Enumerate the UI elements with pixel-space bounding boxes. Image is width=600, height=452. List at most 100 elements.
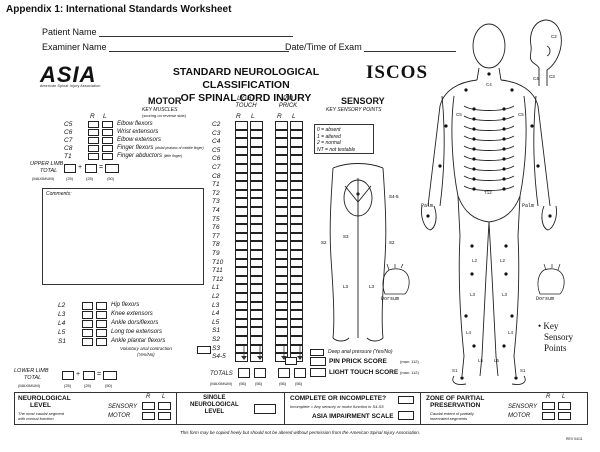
light-touch-l[interactable] [250, 301, 263, 311]
pin-prick-l[interactable] [290, 336, 303, 345]
zpp-motor-r-box[interactable] [542, 412, 555, 420]
light-touch-l[interactable] [250, 146, 263, 156]
motor-score-r[interactable] [88, 121, 99, 128]
light-touch-l[interactable] [250, 198, 263, 207]
light-touch-l[interactable] [250, 293, 263, 302]
pp-score-r-box[interactable] [285, 357, 297, 365]
light-touch-r[interactable] [235, 344, 248, 354]
light-touch-r[interactable] [235, 172, 248, 182]
examiner-name-input[interactable] [109, 43, 290, 52]
light-touch-r[interactable] [235, 258, 248, 268]
pin-prick-l[interactable] [290, 318, 303, 328]
light-touch-l[interactable] [250, 275, 263, 285]
motor-score-r[interactable] [88, 137, 99, 144]
pin-prick-l[interactable] [290, 275, 303, 285]
lower-total-r-box[interactable] [62, 371, 74, 380]
pin-prick-r[interactable] [275, 250, 288, 259]
pin-prick-r[interactable] [275, 207, 288, 216]
pin-prick-r[interactable] [275, 336, 288, 345]
light-touch-l[interactable] [250, 232, 263, 242]
light-touch-l[interactable] [250, 121, 263, 130]
pin-prick-r[interactable] [275, 215, 288, 225]
pin-prick-l[interactable] [290, 146, 303, 156]
pin-prick-l[interactable] [290, 138, 303, 147]
motor-score-l[interactable] [102, 145, 113, 152]
pin-prick-l[interactable] [290, 267, 303, 276]
light-touch-l[interactable] [250, 172, 263, 182]
exam-date-input[interactable] [364, 43, 457, 52]
light-touch-l[interactable] [250, 344, 263, 354]
zpp-sensory-r-box[interactable] [542, 402, 555, 410]
light-touch-r[interactable] [235, 310, 248, 319]
light-touch-l[interactable] [250, 310, 263, 319]
light-touch-r[interactable] [235, 138, 248, 147]
light-touch-r[interactable] [235, 293, 248, 302]
anal-contraction-box[interactable] [197, 346, 211, 354]
pin-prick-r[interactable] [275, 327, 288, 336]
lt-total-r[interactable] [238, 368, 250, 378]
upper-total-r-box[interactable] [64, 164, 76, 173]
pin-prick-r[interactable] [275, 232, 288, 242]
motor-score-l[interactable] [96, 329, 107, 337]
pin-prick-l[interactable] [290, 293, 303, 302]
pin-prick-r[interactable] [275, 198, 288, 207]
motor-score-l[interactable] [102, 129, 113, 136]
single-neuro-level-box[interactable] [254, 404, 276, 414]
pin-prick-r[interactable] [275, 284, 288, 293]
pp-score-box[interactable] [310, 357, 326, 366]
light-touch-r[interactable] [235, 318, 248, 328]
light-touch-l[interactable] [250, 181, 263, 190]
pin-prick-l[interactable] [290, 189, 303, 199]
pp-total-l[interactable] [294, 368, 306, 378]
light-touch-r[interactable] [235, 267, 248, 276]
pin-prick-l[interactable] [290, 198, 303, 207]
light-touch-r[interactable] [235, 232, 248, 242]
light-touch-l[interactable] [250, 129, 263, 139]
motor-score-r[interactable] [88, 129, 99, 136]
light-touch-l[interactable] [250, 353, 263, 362]
light-touch-l[interactable] [250, 215, 263, 225]
pin-prick-l[interactable] [290, 232, 303, 242]
comments-box[interactable]: Comments: [42, 188, 204, 285]
zpp-motor-l-box[interactable] [558, 412, 571, 420]
light-touch-l[interactable] [250, 327, 263, 336]
light-touch-r[interactable] [235, 301, 248, 311]
light-touch-r[interactable] [235, 189, 248, 199]
pin-prick-r[interactable] [275, 258, 288, 268]
light-touch-l[interactable] [250, 336, 263, 345]
pin-prick-r[interactable] [275, 138, 288, 147]
motor-score-r[interactable] [88, 153, 99, 160]
motor-score-r[interactable] [88, 145, 99, 152]
pin-prick-r[interactable] [275, 344, 288, 354]
light-touch-r[interactable] [235, 146, 248, 156]
deep-anal-pressure-box[interactable] [310, 349, 324, 356]
pin-prick-l[interactable] [290, 241, 303, 250]
pin-prick-r[interactable] [275, 224, 288, 233]
light-touch-r[interactable] [235, 241, 248, 250]
motor-score-r[interactable] [82, 329, 93, 337]
neuro-motor-r-box[interactable] [142, 412, 155, 420]
motor-score-r[interactable] [82, 302, 93, 310]
lower-total-l-box[interactable] [83, 371, 95, 380]
pin-prick-l[interactable] [290, 301, 303, 311]
pin-prick-l[interactable] [290, 129, 303, 139]
light-touch-r[interactable] [235, 155, 248, 164]
zpp-sensory-l-box[interactable] [558, 402, 571, 410]
light-touch-r[interactable] [235, 353, 248, 362]
light-touch-r[interactable] [235, 275, 248, 285]
light-touch-r[interactable] [235, 164, 248, 173]
light-touch-r[interactable] [235, 207, 248, 216]
light-touch-l[interactable] [250, 138, 263, 147]
light-touch-r[interactable] [235, 121, 248, 130]
pin-prick-l[interactable] [290, 310, 303, 319]
pin-prick-r[interactable] [275, 293, 288, 302]
neuro-sensory-l-box[interactable] [158, 402, 171, 410]
light-touch-l[interactable] [250, 224, 263, 233]
light-touch-r[interactable] [235, 198, 248, 207]
pin-prick-l[interactable] [290, 121, 303, 130]
exam-date-field[interactable]: Date/Time of Exam [285, 42, 457, 52]
pin-prick-r[interactable] [275, 241, 288, 250]
asia-scale-box[interactable] [398, 411, 414, 420]
pin-prick-r[interactable] [275, 164, 288, 173]
light-touch-l[interactable] [250, 267, 263, 276]
